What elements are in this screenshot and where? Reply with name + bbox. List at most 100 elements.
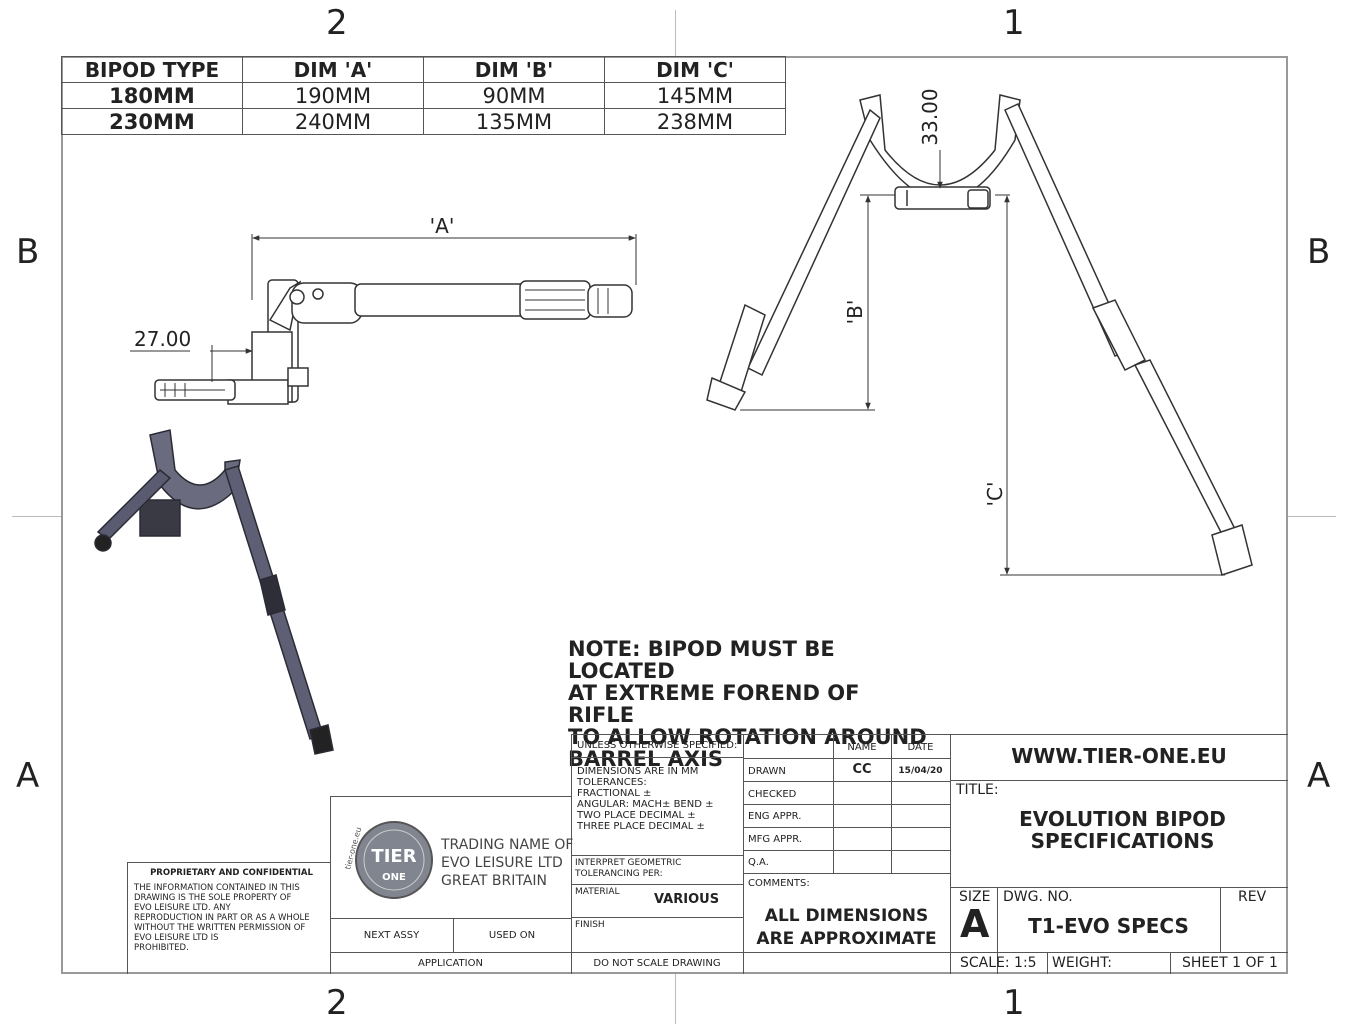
trading-name: TRADING NAME OF EVO LEISURE LTD GREAT BR… <box>441 836 573 890</box>
tb-line <box>571 917 743 918</box>
note-line: BARREL AXIS <box>568 747 724 771</box>
size-label: SIZE <box>959 889 991 905</box>
approval-role: ENG APPR. <box>748 811 802 822</box>
tb-line <box>330 796 331 974</box>
dim-cell: 180MM <box>61 82 243 109</box>
tolerance-line: THREE PLACE DECIMAL ± <box>577 821 705 832</box>
interpret-block: INTERPRET GEOMETRIC TOLERANCING PER: <box>575 858 681 880</box>
title-label: TITLE: <box>956 782 999 798</box>
tb-line <box>743 827 950 828</box>
tolerance-line: TWO PLACE DECIMAL ± <box>577 810 696 821</box>
tb-line <box>743 804 950 805</box>
comment-line: ALL DIMENSIONS <box>764 906 929 926</box>
rev-label: REV <box>1238 889 1267 905</box>
material-value: VARIOUS <box>654 892 720 907</box>
dim-27-label: 27.00 <box>134 327 191 351</box>
logo-mark-2: ONE <box>382 872 406 883</box>
tb-line <box>571 734 1288 735</box>
front-view <box>706 94 1253 576</box>
proprietary-line: REPRODUCTION IN PART OR AS A WHOLE <box>134 913 310 923</box>
dim-cell: 190MM <box>242 82 424 109</box>
tolerance-line: DIMENSIONS ARE IN MM <box>577 766 699 777</box>
approval-role: CHECKED <box>748 789 797 800</box>
unless-label: UNLESS OTHERWISE SPECIFIED: <box>577 740 738 751</box>
zone-tick <box>675 974 676 1024</box>
zone-label-bottom-2: 2 <box>326 983 348 1023</box>
trading-line: GREAT BRITAIN <box>441 873 548 889</box>
dim-33-label: 33.00 <box>918 88 942 145</box>
proprietary-line: PROHIBITED. <box>134 943 189 953</box>
scale-label: SCALE: 1:5 <box>960 955 1037 971</box>
tb-line <box>743 758 950 759</box>
tb-line <box>950 887 1288 888</box>
note-line: NOTE: BIPOD MUST BE LOCATED <box>568 637 835 683</box>
tb-line <box>950 734 951 974</box>
proprietary-line: THE INFORMATION CONTAINED IN THIS <box>134 883 300 893</box>
zone-label-left-b: B <box>16 232 40 272</box>
dim-cell: 230MM <box>61 108 243 135</box>
tb-line <box>743 850 950 851</box>
finish-label: FINISH <box>575 920 605 930</box>
dim-cell: 240MM <box>242 108 424 135</box>
tb-line <box>330 952 1288 953</box>
tb-line <box>743 873 950 874</box>
interpret-line: TOLERANCING PER: <box>575 869 663 879</box>
do-not-scale-label: DO NOT SCALE DRAWING <box>593 958 721 969</box>
trading-line: EVO LEISURE LTD <box>441 855 563 871</box>
name-header: NAME <box>847 742 877 753</box>
interpret-line: INTERPRET GEOMETRIC <box>575 858 682 868</box>
approval-role: DRAWN <box>748 766 786 777</box>
trading-line: TRADING NAME OF <box>441 837 574 853</box>
zone-label-right-a: A <box>1307 756 1331 796</box>
zone-label-top-1: 1 <box>1003 3 1025 43</box>
note-line: AT EXTREME FOREND OF RIFLE <box>568 681 860 727</box>
zone-label-left-a: A <box>16 756 40 796</box>
side-view <box>130 234 637 405</box>
tolerance-line: FRACTIONAL ± <box>577 788 652 799</box>
tb-line <box>330 796 571 797</box>
isometric-view <box>94 429 334 755</box>
dwg-no-value: T1-EVO SPECS <box>1028 914 1189 938</box>
tb-line <box>127 862 128 974</box>
proprietary-line: DRAWING IS THE SOLE PROPERTY OF <box>134 893 292 903</box>
dim-header: DIM 'A' <box>242 56 424 83</box>
tb-line <box>571 734 572 974</box>
tb-line <box>330 918 571 919</box>
dim-cell: 238MM <box>604 108 786 135</box>
tb-line <box>571 757 743 758</box>
comments-label: COMMENTS: <box>748 878 810 889</box>
note-line: TO ALLOW ROTATION AROUND <box>568 725 927 749</box>
dim-header: DIM 'B' <box>423 56 605 83</box>
dim-b-label: 'B' <box>843 300 867 325</box>
zone-tick <box>1288 516 1336 517</box>
proprietary-line: EVO LEISURE LTD IS <box>134 933 219 943</box>
date-header: DATE <box>907 742 934 753</box>
dim-cell: 135MM <box>423 108 605 135</box>
tolerance-block: DIMENSIONS ARE IN MM TOLERANCES: FRACTIO… <box>577 766 714 832</box>
logo-mark: TIER <box>371 846 416 867</box>
tb-line <box>743 734 744 974</box>
zone-tick <box>12 516 61 517</box>
note-text: NOTE: BIPOD MUST BE LOCATED AT EXTREME F… <box>568 638 928 770</box>
size-value: A <box>960 902 990 946</box>
tolerance-line: ANGULAR: MACH± BEND ± <box>577 799 714 810</box>
material-label: MATERIAL <box>575 887 620 897</box>
approval-date: 15/04/20 <box>898 766 943 776</box>
dwg-no-label: DWG. NO. <box>1003 889 1073 905</box>
zone-label-top-2: 2 <box>326 3 348 43</box>
tb-line <box>743 781 950 782</box>
next-assy-label: NEXT ASSY <box>363 930 420 941</box>
tb-line <box>571 855 743 856</box>
comment-line: ARE APPROXIMATE <box>756 929 937 949</box>
tb-line <box>997 887 998 974</box>
tb-line <box>950 780 1288 781</box>
dimension-table: BIPOD TYPE DIM 'A' DIM 'B' DIM 'C' 180MM… <box>61 56 786 135</box>
website-label: WWW.TIER-ONE.EU <box>1011 744 1227 768</box>
proprietary-block: PROPRIETARY AND CONFIDENTIAL THE INFORMA… <box>134 868 329 953</box>
proprietary-line: WITHOUT THE WRITTEN PERMISSION OF <box>134 923 306 933</box>
company-logo: TIER ONE tier-one.eu <box>343 821 433 899</box>
proprietary-line: EVO LEISURE LTD. ANY <box>134 903 231 913</box>
dim-a-label: 'A' <box>430 214 455 238</box>
title-line: SPECIFICATIONS <box>1030 829 1215 853</box>
